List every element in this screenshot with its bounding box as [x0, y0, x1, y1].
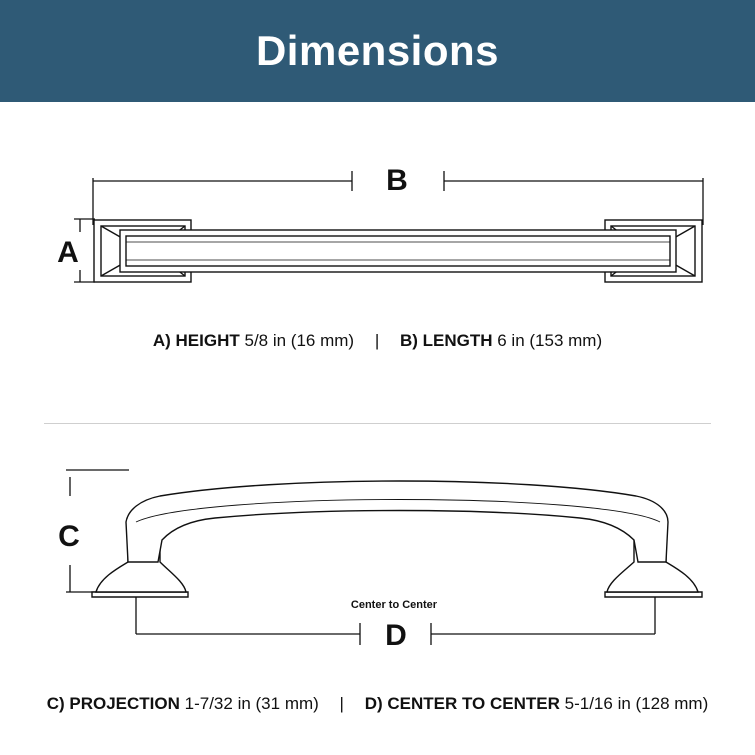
page-title: Dimensions: [255, 27, 500, 74]
height-value: 5/8 in (16 mm): [244, 331, 355, 350]
spec-line-top: A) HEIGHT 5/8 in (16 mm) | B) LENGTH 6 i…: [0, 331, 755, 351]
header-banner: Dimensions: [0, 0, 755, 102]
projection-value: 1-7/32 in (31 mm): [184, 694, 319, 713]
label-c: C: [58, 520, 80, 553]
separator: |: [374, 331, 380, 350]
dimension-b: [92, 171, 704, 225]
center-to-center-caption: Center to Center: [351, 599, 438, 611]
dimension-a: [74, 218, 95, 283]
dimension-d: [135, 597, 656, 645]
handle-top-view: [93, 219, 703, 283]
center-to-center-value: 5-1/16 in (128 mm): [564, 694, 709, 713]
handle-side-view: [91, 480, 703, 598]
section-divider: [44, 423, 711, 424]
label-d: D: [385, 619, 407, 652]
length-value: 6 in (153 mm): [497, 331, 603, 350]
label-a: A: [57, 236, 79, 269]
center-to-center-label: D) CENTER TO CENTER: [364, 694, 560, 713]
spec-line-bottom: C) PROJECTION 1-7/32 in (31 mm) | D) CEN…: [0, 694, 755, 714]
length-label: B) LENGTH: [399, 331, 493, 350]
height-label: A) HEIGHT: [152, 331, 240, 350]
label-b: B: [386, 164, 408, 197]
projection-label: C) PROJECTION: [46, 694, 180, 713]
separator: |: [339, 694, 344, 713]
